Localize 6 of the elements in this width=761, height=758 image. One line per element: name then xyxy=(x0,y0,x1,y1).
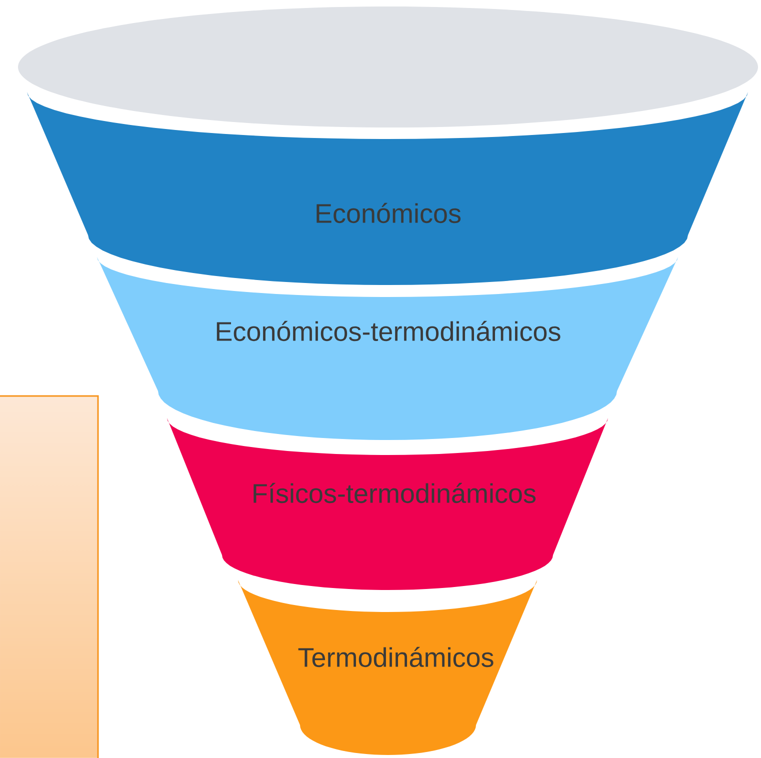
side-panel xyxy=(0,395,99,758)
funnel-top xyxy=(18,6,758,128)
funnel-band: Económicos-termodinámicos xyxy=(97,257,678,440)
funnel-band: Físicos-termodinámicos xyxy=(167,418,608,590)
funnel-band: Termodinámicos xyxy=(238,580,537,755)
funnel-band: Económicos xyxy=(27,92,748,285)
